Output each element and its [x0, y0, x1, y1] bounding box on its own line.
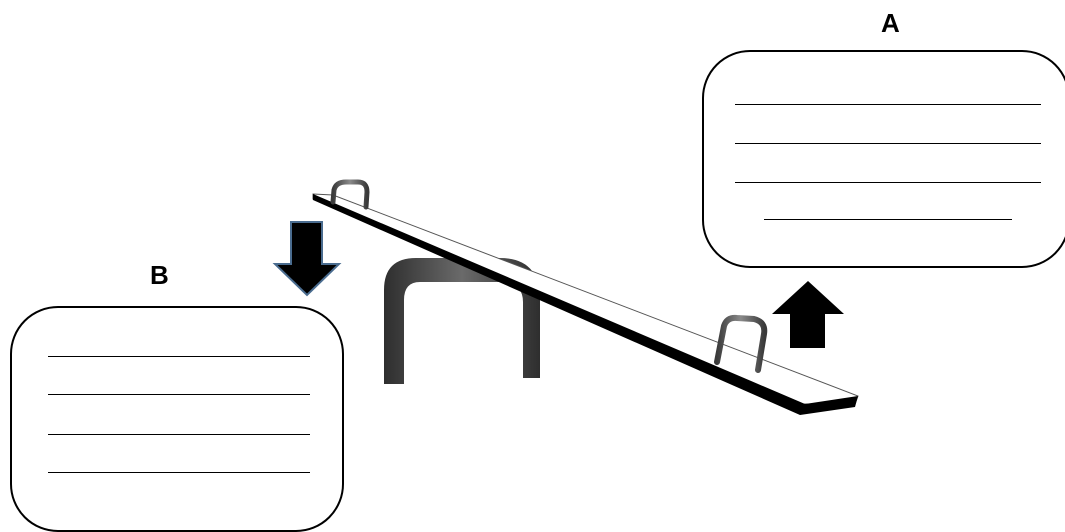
blank-line[interactable]: [735, 182, 1041, 183]
blank-line[interactable]: [48, 394, 310, 395]
label-b: B: [150, 260, 169, 290]
right-seat-handle: [714, 314, 768, 373]
blank-line[interactable]: [735, 104, 1041, 105]
label-a: A: [881, 8, 900, 38]
blank-line[interactable]: [764, 219, 1012, 220]
blank-line[interactable]: [48, 434, 310, 435]
blank-line[interactable]: [48, 472, 310, 473]
down-arrow-icon: [272, 221, 342, 297]
blank-line[interactable]: [735, 143, 1041, 144]
blank-line[interactable]: [48, 356, 310, 357]
answer-box-b: [10, 306, 344, 532]
up-arrow-icon: [772, 281, 844, 348]
answer-box-a: [702, 50, 1065, 268]
left-seat-handle: [330, 179, 370, 210]
